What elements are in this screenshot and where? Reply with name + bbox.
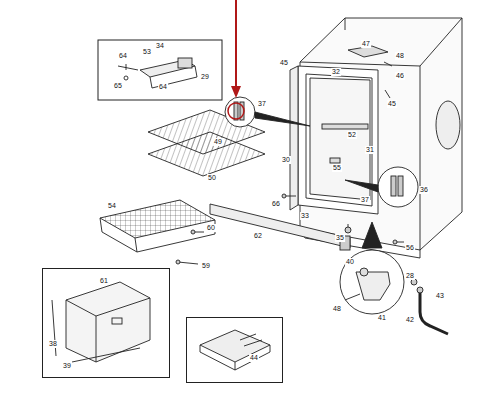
callout-number: 31 (365, 146, 375, 154)
callout-number: 40 (345, 258, 355, 266)
drain-tube (420, 292, 448, 334)
callout-number: 56 (405, 244, 415, 252)
callout-number: 35 (335, 234, 345, 242)
callout-number: 47 (361, 40, 371, 48)
callout-number: 38 (48, 340, 58, 348)
inset-box: 44 (186, 317, 283, 383)
callout-number: 46 (395, 72, 405, 80)
cabinet (290, 18, 462, 258)
callout-number: 39 (62, 362, 72, 370)
callout-number: 48 (332, 305, 342, 313)
callout-number: 50 (207, 174, 217, 182)
callout-number: 43 (435, 292, 445, 300)
trim-bar (210, 204, 350, 248)
inset-box: 61 38 39 (42, 268, 170, 378)
callout-number: 29 (200, 73, 210, 81)
callout-number: 64 (118, 52, 128, 60)
inset-box: 3453 64 29 64 65 (98, 40, 222, 100)
basket (100, 200, 215, 252)
callout-number: 65 (113, 82, 123, 90)
inset-frame (98, 40, 222, 100)
callout-number: 41 (377, 314, 387, 322)
detail-circles (225, 97, 418, 314)
callout-number: 54 (107, 202, 117, 210)
callout-number: 52 (347, 131, 357, 139)
callout-number: 30 (281, 156, 291, 164)
callout-number: 33 (300, 212, 310, 220)
callout-number: 36 (419, 186, 429, 194)
callout-number: 49 (213, 138, 223, 146)
callout-number: 28 (405, 272, 415, 280)
callout-number: 61 (99, 277, 109, 285)
fitting (417, 287, 423, 293)
callout-number: 45 (279, 59, 289, 67)
callout-number: 37 (360, 196, 370, 204)
callout-number: 62 (253, 232, 263, 240)
callout-number: 37 (257, 100, 267, 108)
callout-number: 55 (332, 164, 342, 172)
callout-number: 60 (206, 224, 216, 232)
tray-drawing (200, 330, 270, 370)
door-panel-drawing (52, 282, 150, 362)
callout-number: 53 (142, 48, 152, 56)
callout-number: 66 (271, 200, 281, 208)
callout-number: 32 (331, 68, 341, 76)
callout-number: 48 (395, 52, 405, 60)
callout-number: 59 (201, 262, 211, 270)
callout-number: 64 (158, 83, 168, 91)
red-pointer (228, 0, 244, 119)
callout-number: 34 (155, 42, 165, 50)
callout-number: 44 (249, 354, 259, 362)
wire-shelf (148, 132, 265, 176)
callout-number: 45 (387, 100, 397, 108)
callout-number: 42 (405, 316, 415, 324)
